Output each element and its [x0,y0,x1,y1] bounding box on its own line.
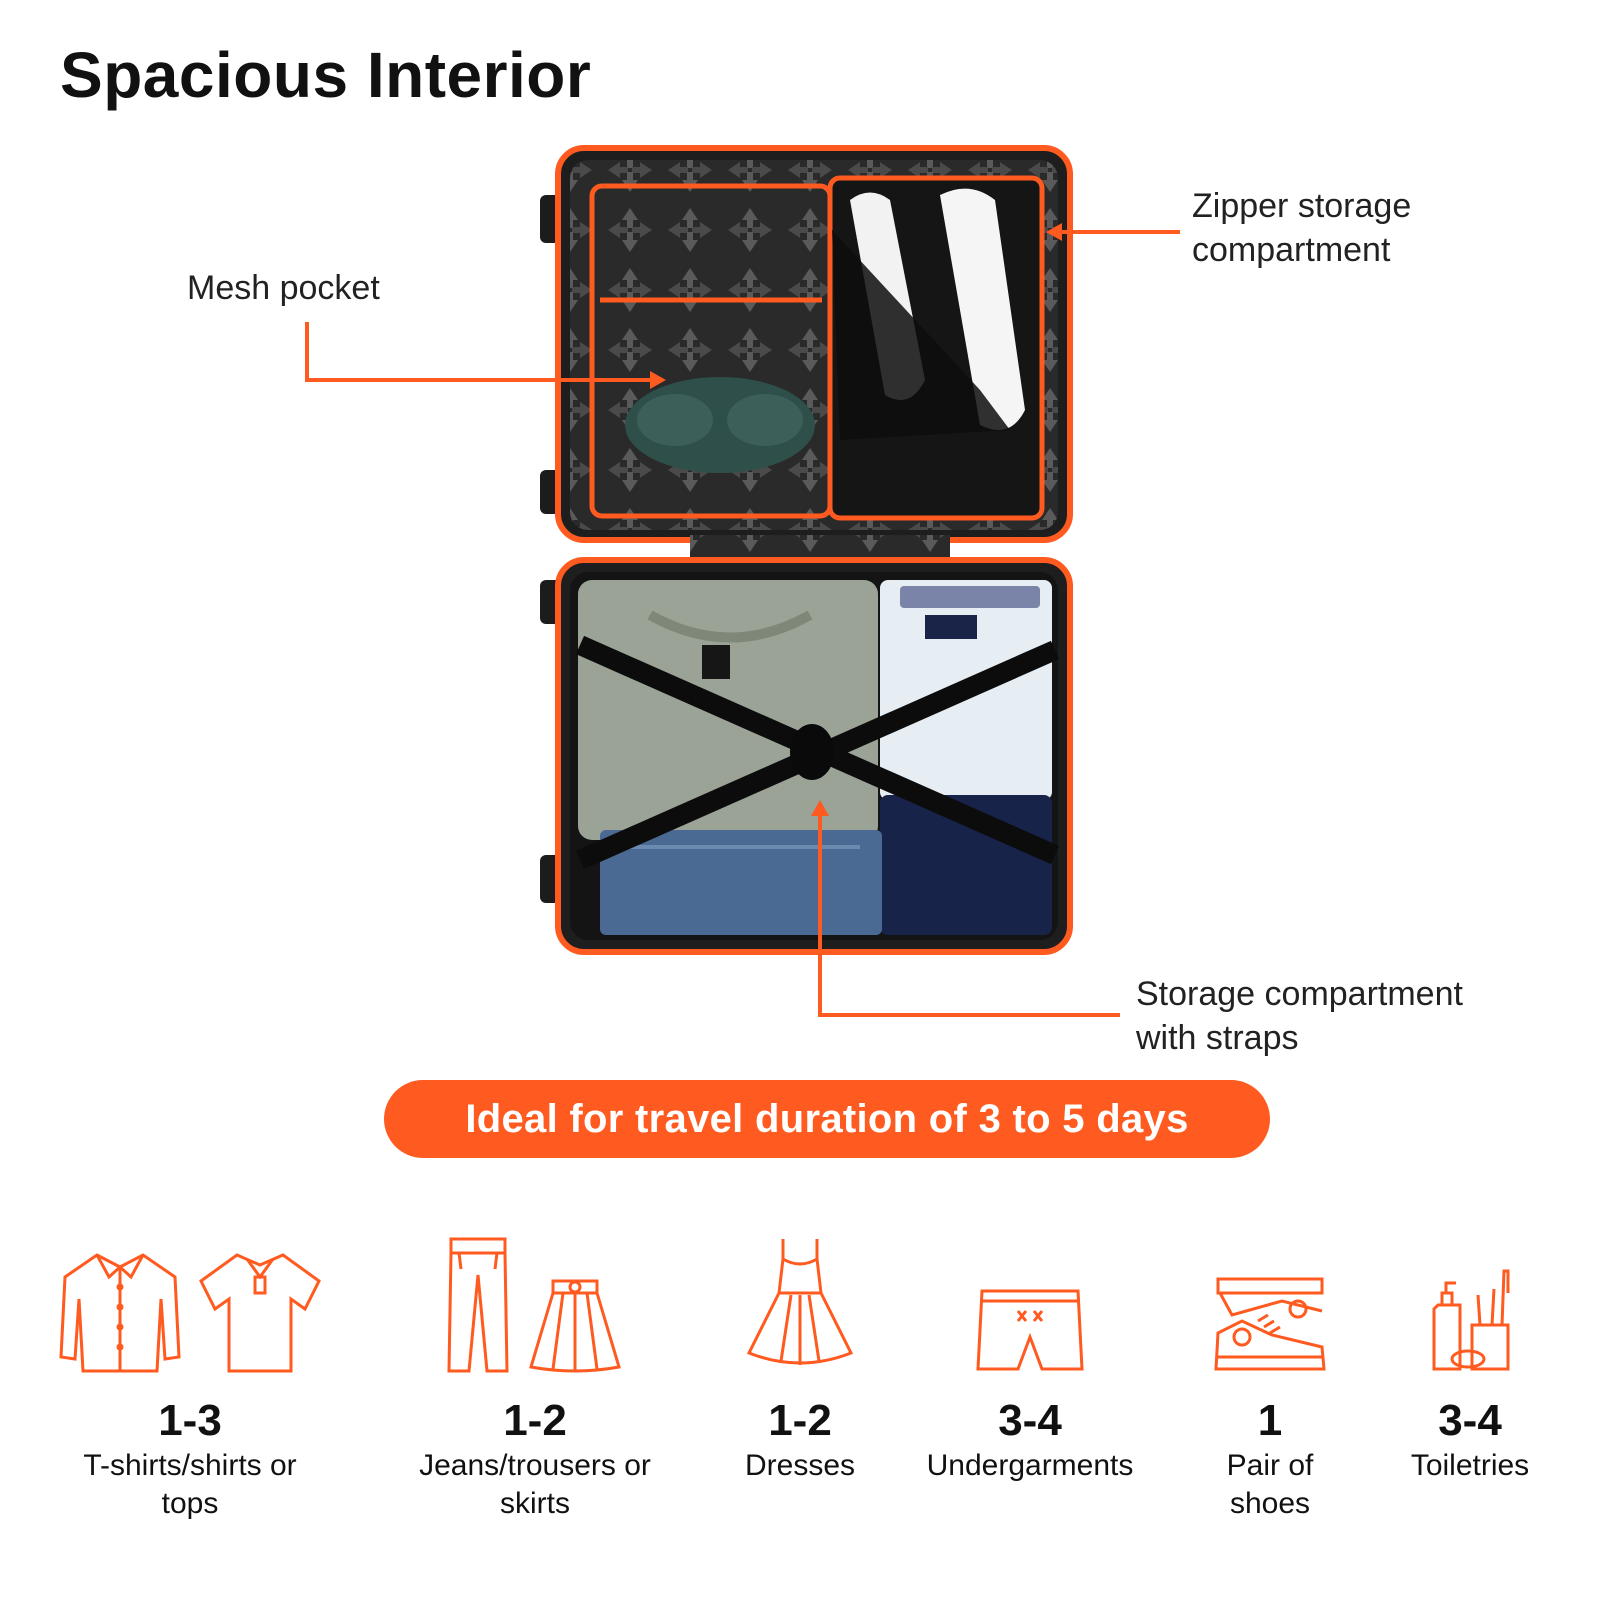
item-count: 1-2 [503,1396,567,1445]
item-label: shoes [1229,1487,1311,1520]
packing-capacity-list: 1-3 T-shirts/shirts or tops 1-2 Jeans/tr… [0,1225,1600,1545]
zipper-compartment-callout: Zipper storage compartment [1192,184,1411,272]
item-count: 3-4 [998,1396,1062,1445]
item-label: Undergarments [926,1449,1134,1482]
list-item: 1-2 Dresses [700,1225,900,1485]
item-count: 1-2 [768,1396,832,1445]
zipper-compartment-label-line2: compartment [1192,231,1391,269]
page-title: Spacious Interior [60,39,592,111]
list-item: 1-2 Jeans/trousers or skirts [390,1225,680,1523]
item-label: skirts [500,1487,570,1520]
skirt-icon [529,1279,621,1373]
item-label: tops [161,1487,219,1520]
item-label: Jeans/trousers or [419,1449,651,1482]
polo-tshirt-icon [199,1253,321,1373]
straps-compartment-label-line2: with straps [1136,1019,1299,1057]
item-label: Pair of [1226,1449,1314,1482]
straps-compartment-label-line1: Storage compartment [1136,975,1463,1013]
item-count: 3-4 [1438,1396,1502,1445]
item-label: Toiletries [1410,1449,1530,1482]
sneaker-icon [1214,1277,1326,1371]
travel-duration-banner: Ideal for travel duration of 3 to 5 days [384,1080,1270,1158]
straps-compartment-callout: Storage compartment with straps [1136,972,1463,1060]
item-count: 1 [1257,1396,1283,1445]
item-label: Dresses [744,1449,856,1482]
shirt-icon [59,1253,181,1373]
toiletries-icon [1432,1269,1510,1371]
mesh-pocket-callout: Mesh pocket [187,266,380,310]
list-item: 3-4 Toiletries [1370,1225,1570,1485]
trousers-icon [447,1237,509,1373]
dress-icon [746,1239,854,1365]
item-count: 1-3 [158,1396,222,1445]
open-suitcase-image [540,145,1073,955]
list-item: 3-4 Undergarments [900,1225,1160,1485]
shorts-icon [976,1289,1084,1371]
zipper-compartment-label-line1: Zipper storage [1192,187,1412,225]
mesh-pocket-label: Mesh pocket [187,269,380,307]
list-item: 1 Pair of shoes [1180,1225,1360,1523]
item-label: T-shirts/shirts or [83,1449,297,1482]
list-item: 1-3 T-shirts/shirts or tops [30,1225,350,1523]
